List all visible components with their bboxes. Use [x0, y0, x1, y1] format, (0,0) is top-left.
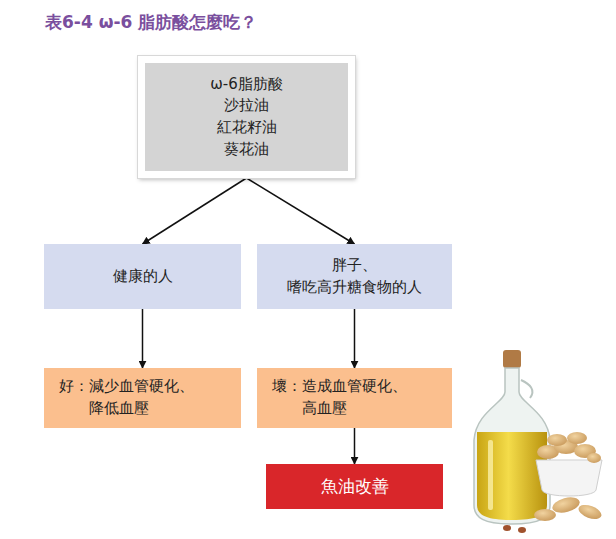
peanut-bowl — [536, 432, 602, 496]
box-label: 好：減少血管硬化、 降低血壓 — [59, 376, 227, 420]
remedy-box: 魚油改善 — [266, 464, 443, 509]
flow-arrow — [142, 309, 144, 368]
group-box: 胖子、 嗜吃高升糖食物的人 — [257, 244, 452, 309]
result-box: 壞：造成血管硬化、 高血壓 — [257, 368, 452, 428]
source-box: ω-6脂肪酸 沙拉油 紅花籽油 葵花油 — [138, 56, 355, 178]
box-label: ω-6脂肪酸 沙拉油 紅花籽油 葵花油 — [195, 74, 299, 161]
box-label: 健康的人 — [58, 266, 228, 288]
figure-title: 表6-4 ω-6 脂肪酸怎麼吃？ — [45, 11, 257, 34]
flow-arrow — [354, 428, 356, 464]
result-box: 好：減少血管硬化、 降低血壓 — [44, 368, 241, 428]
loose-peanuts — [503, 495, 603, 533]
box-label: 魚油改善 — [275, 474, 435, 499]
flow-arrow — [143, 178, 247, 244]
box-label: 胖子、 嗜吃高升糖食物的人 — [271, 255, 439, 299]
oil-bottle — [474, 350, 550, 524]
group-box: 健康的人 — [44, 244, 241, 309]
flow-arrow — [354, 309, 356, 368]
flow-arrow — [247, 178, 355, 244]
box-label: 壞：造成血管硬化、 高血壓 — [272, 376, 438, 420]
